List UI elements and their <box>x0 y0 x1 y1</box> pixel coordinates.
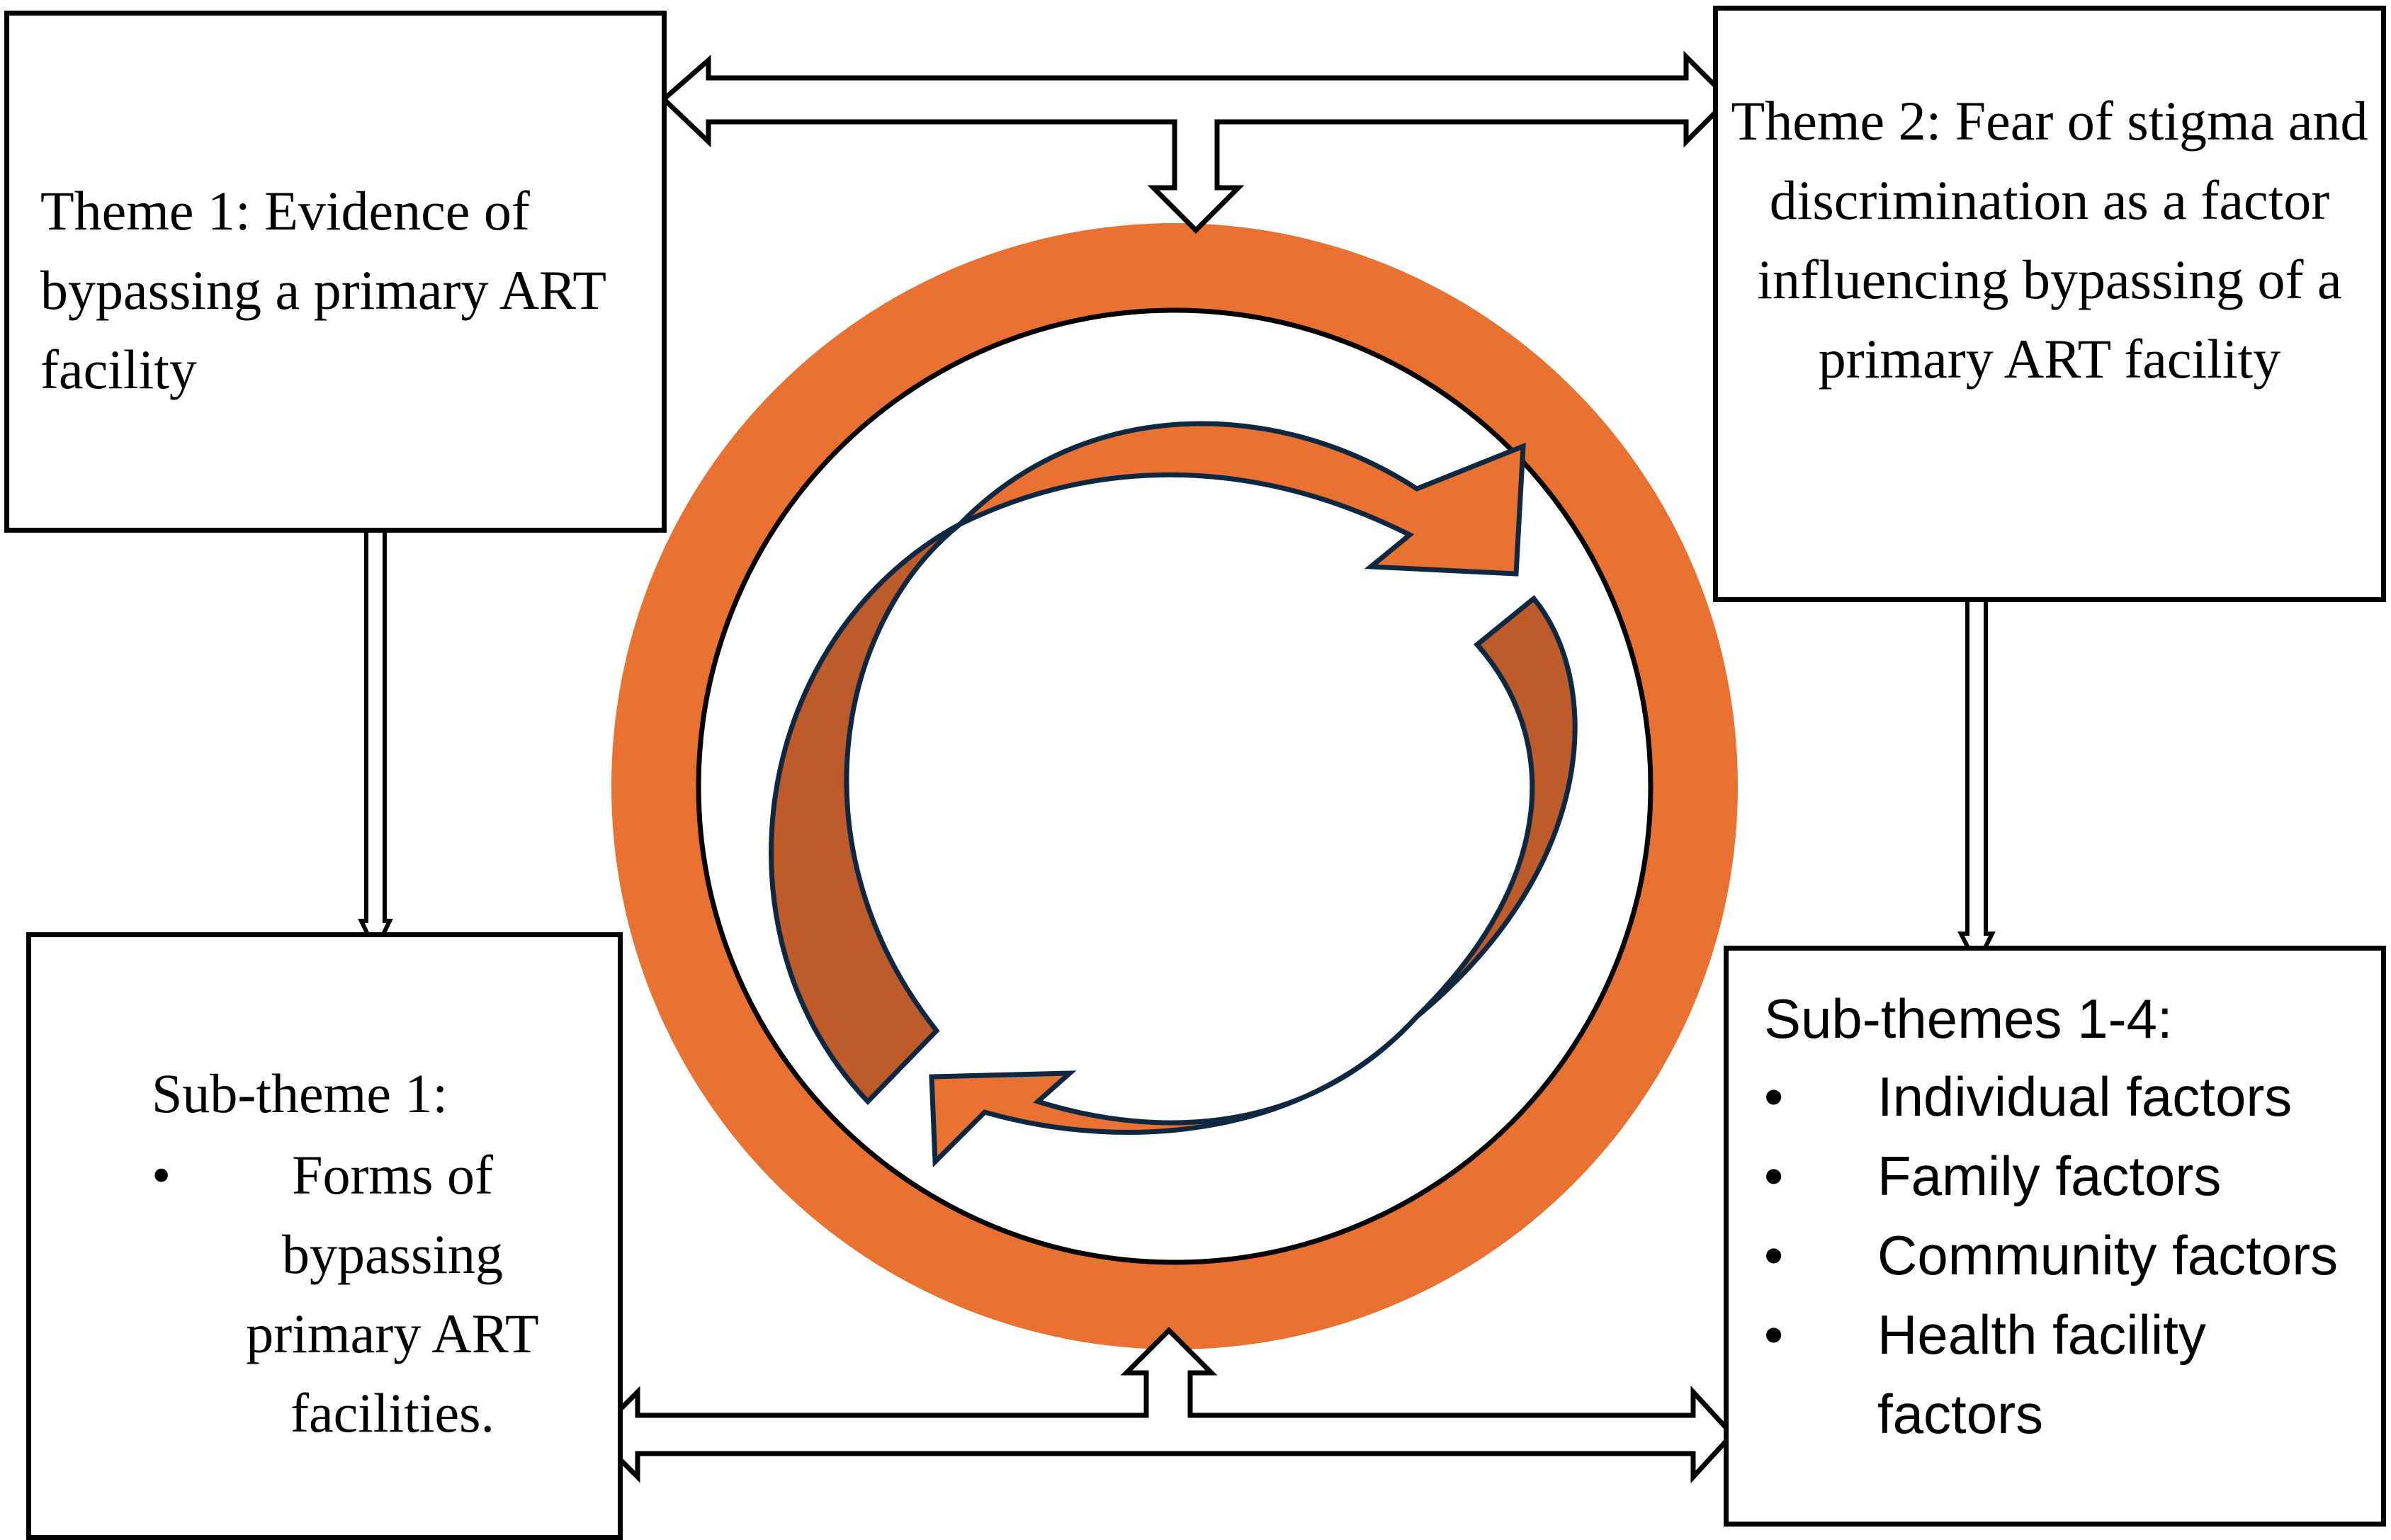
subthemes-list: • Individual factors • Family factors • Com… <box>1764 1057 2380 1454</box>
list-item: • Health facility factors <box>1764 1295 2380 1454</box>
subthemes-heading: Sub-themes 1-4: <box>1764 987 2173 1050</box>
bullet-icon: • <box>1764 1065 1784 1128</box>
subtheme1-heading: Sub-theme 1: <box>152 1063 448 1124</box>
cycle-arrows-icon <box>769 421 1578 1168</box>
top-connector-arrow <box>660 50 1732 234</box>
bullet-icon: • <box>1764 1303 1784 1366</box>
bottom-connector-arrow <box>592 1327 1736 1483</box>
list-item: • Community factors <box>1764 1216 2380 1295</box>
top-curved-arrow <box>958 421 1526 577</box>
theme1-box: Theme 1: Evidence of bypassing a primary… <box>4 11 667 533</box>
left-crescent-arrow <box>769 521 962 1106</box>
subthemes-box: Sub-themes 1-4: • Individual factors • Fam… <box>1724 946 2386 1527</box>
subtheme-health-facility: Health facility factors <box>1877 1303 2206 1445</box>
subtheme1-box: Sub-theme 1: • Forms of bypassing primar… <box>26 932 623 1540</box>
bullet-icon: • <box>1764 1224 1784 1286</box>
theme1-text: Theme 1: Evidence of bypassing a primary… <box>40 180 606 400</box>
subtheme-community: Community factors <box>1877 1224 2339 1286</box>
subtheme-family: Family factors <box>1877 1145 2222 1207</box>
theme2-text: Theme 2: Fear of stigma and discriminati… <box>1731 90 2368 390</box>
list-item: • Family factors <box>1764 1136 2380 1216</box>
right-down-arrow <box>1957 595 1996 970</box>
bullet-icon: • <box>1764 1145 1784 1207</box>
subtheme-individual: Individual factors <box>1877 1065 2293 1128</box>
bullet-icon: • <box>152 1144 171 1206</box>
bottom-curved-arrow <box>929 1014 1419 1168</box>
subtheme1-item-text: Forms of bypassing primary ART facilitie… <box>246 1144 539 1444</box>
right-crescent-arrow <box>1415 595 1578 1019</box>
theme2-box: Theme 2: Fear of stigma and discriminati… <box>1713 6 2386 602</box>
left-down-arrow <box>358 526 393 956</box>
list-item: • Individual factors <box>1764 1057 2380 1136</box>
